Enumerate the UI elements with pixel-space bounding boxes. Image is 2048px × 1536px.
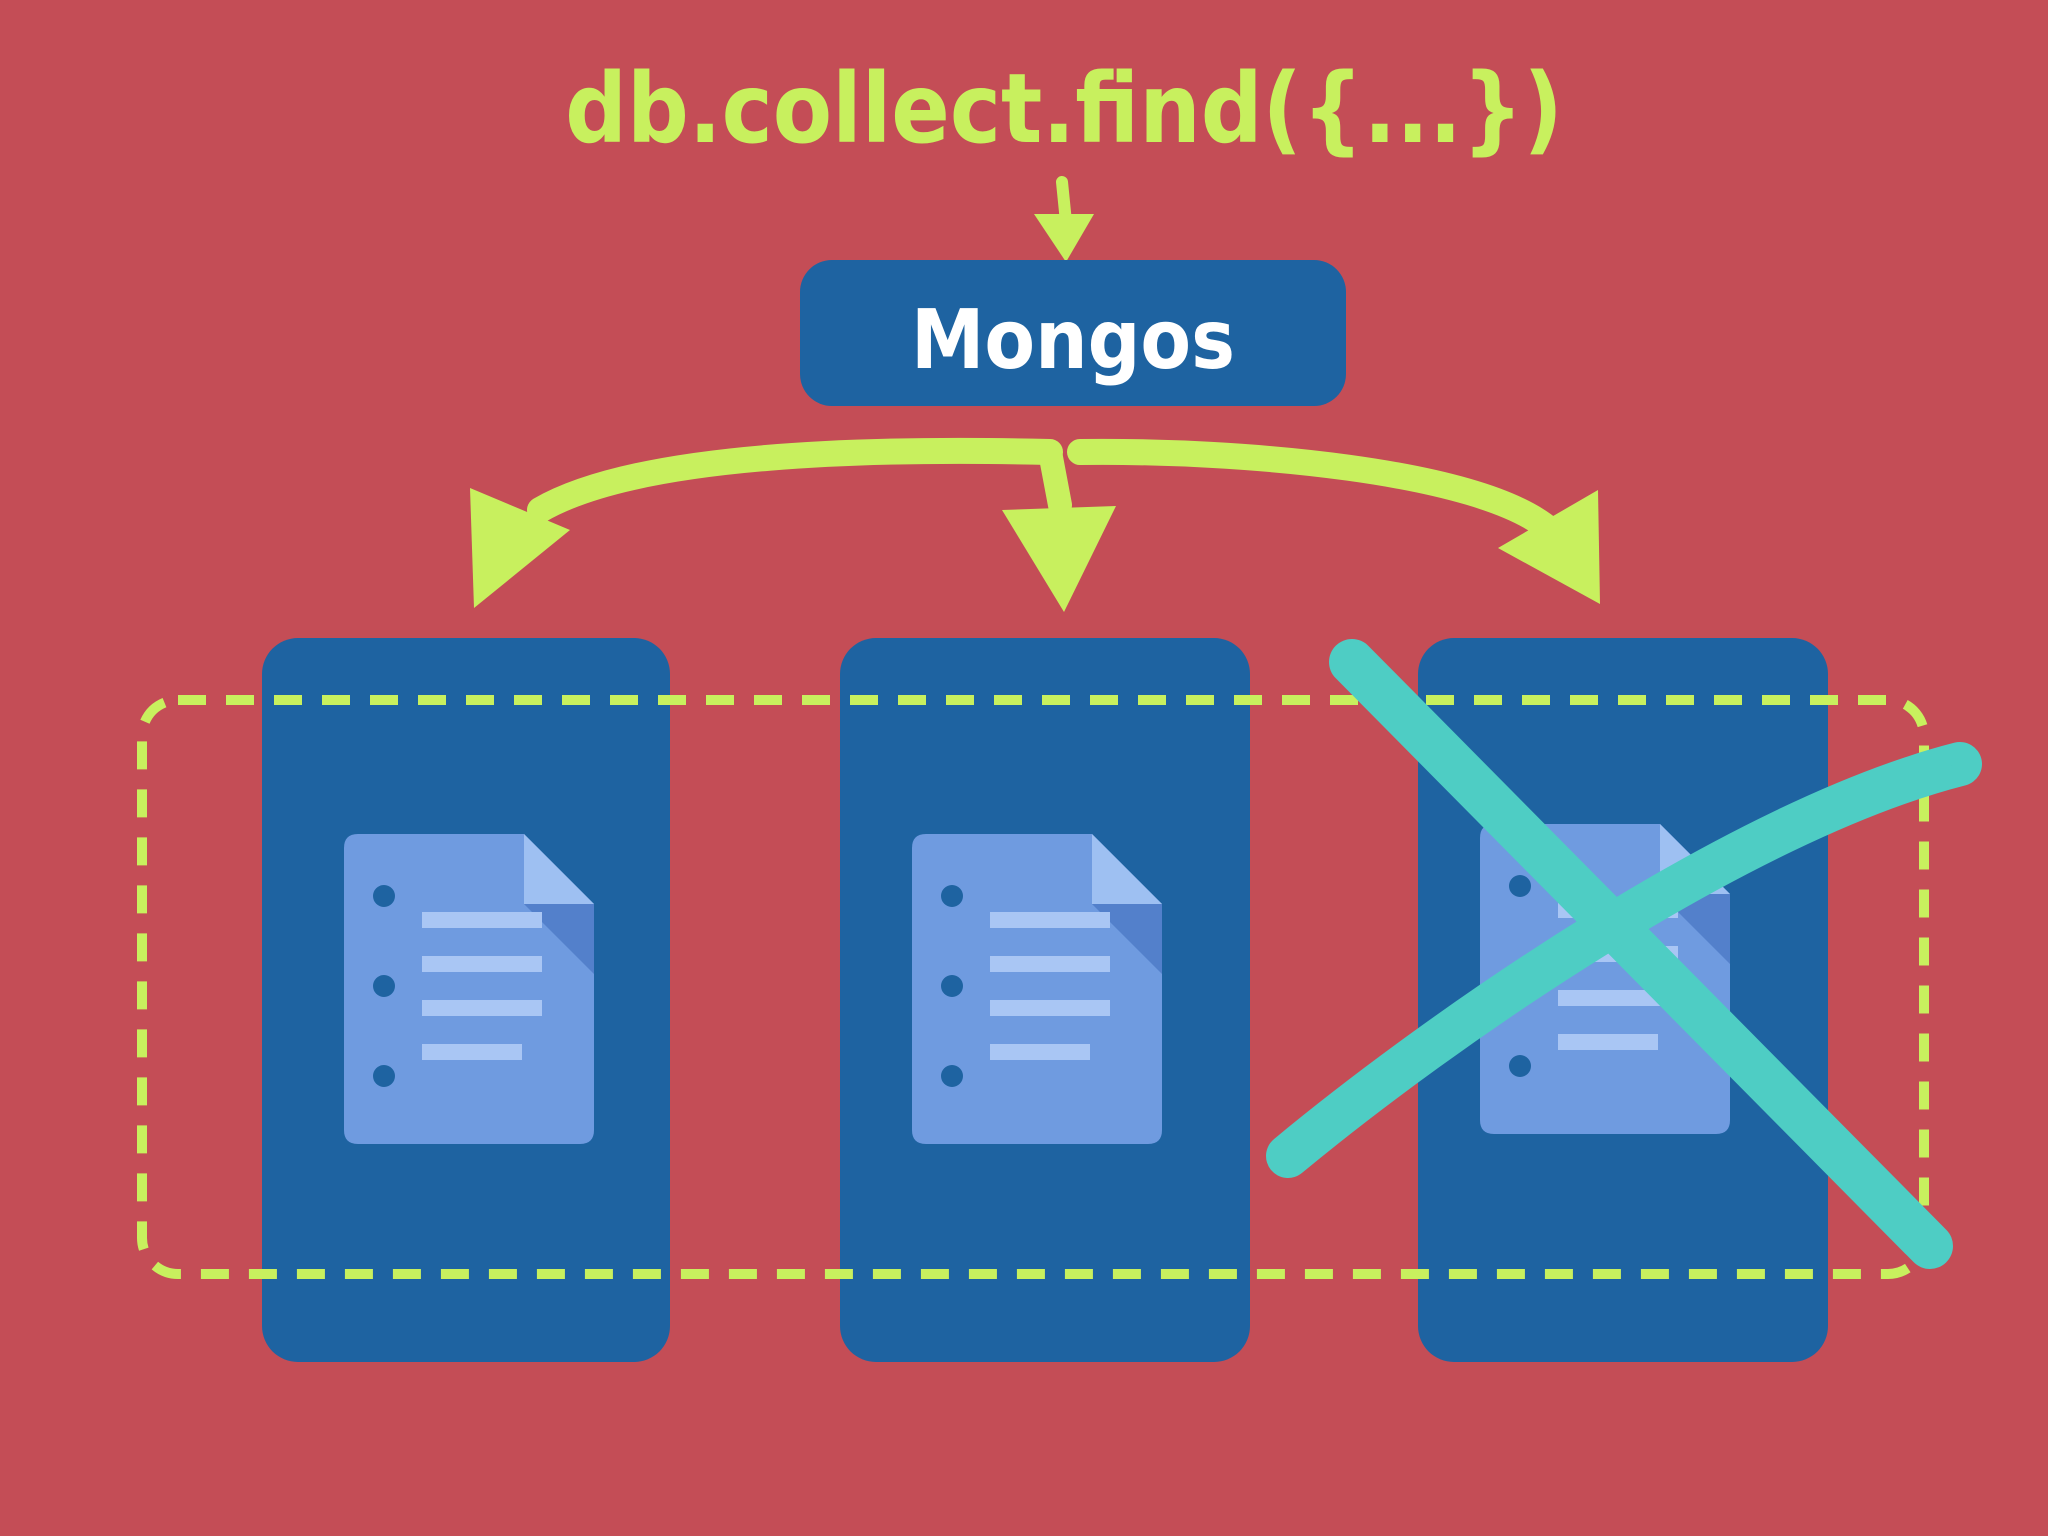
arrow-right-head <box>1498 490 1600 604</box>
query-text: db.collect.find({...}) <box>565 53 1563 165</box>
shard-1 <box>262 638 670 1362</box>
document-icon <box>344 834 594 1144</box>
router-label: Mongos <box>911 293 1235 388</box>
arrow-center-head <box>1002 506 1116 612</box>
query-scope-dashed-boundary <box>137 695 1929 1279</box>
arrow-left-curve <box>527 437 1063 523</box>
mongos-router: Mongos <box>800 260 1346 406</box>
arrow-center-stem <box>1038 440 1072 517</box>
arrow-icon <box>1034 176 1094 262</box>
cross-mark-icon <box>1266 639 1982 1269</box>
arrow-right-curve <box>1067 438 1563 543</box>
document-icon <box>912 834 1162 1144</box>
shard-2 <box>840 638 1250 1362</box>
arrow-left-head <box>470 488 570 608</box>
routing-arrows <box>470 437 1600 612</box>
